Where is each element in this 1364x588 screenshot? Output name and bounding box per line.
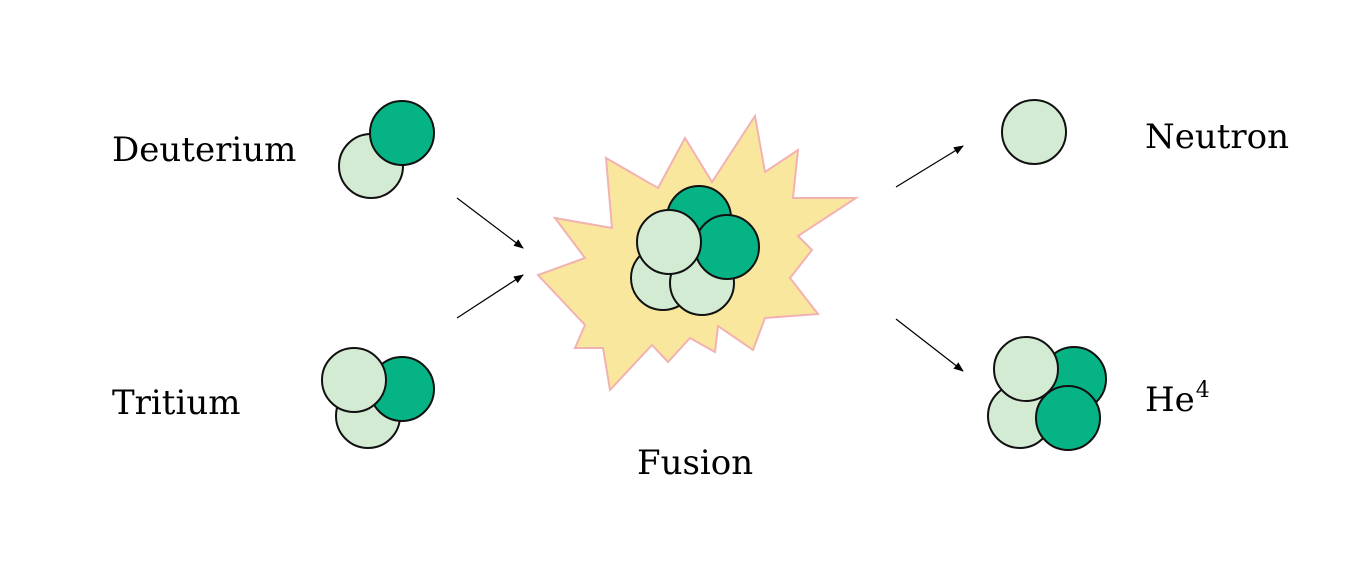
helium-symbol: He bbox=[1145, 380, 1195, 420]
label-helium4: He4 bbox=[1145, 380, 1210, 420]
fused-nucleus-cluster bbox=[630, 185, 760, 316]
label-neutron: Neutron bbox=[1145, 117, 1290, 157]
proton-particle bbox=[369, 100, 435, 166]
arrow-fusion-to-neutron bbox=[895, 145, 964, 188]
neutron-product bbox=[1001, 99, 1067, 165]
proton-particle bbox=[1035, 385, 1101, 451]
arrow-deuterium-to-fusion bbox=[456, 197, 524, 249]
label-deuterium: Deuterium bbox=[112, 130, 297, 170]
helium4-nucleus bbox=[987, 336, 1107, 451]
neutron-particle bbox=[636, 209, 702, 275]
proton-particle bbox=[694, 214, 760, 280]
label-fusion: Fusion bbox=[637, 443, 754, 483]
neutron-particle bbox=[321, 347, 387, 413]
arrow-fusion-to-helium bbox=[895, 318, 964, 372]
neutron-particle bbox=[993, 336, 1059, 402]
helium-mass-number: 4 bbox=[1195, 378, 1210, 403]
deuterium-nucleus bbox=[338, 100, 435, 199]
arrow-tritium-to-fusion bbox=[456, 274, 524, 319]
tritium-nucleus bbox=[321, 347, 435, 449]
label-tritium: Tritium bbox=[112, 383, 241, 423]
